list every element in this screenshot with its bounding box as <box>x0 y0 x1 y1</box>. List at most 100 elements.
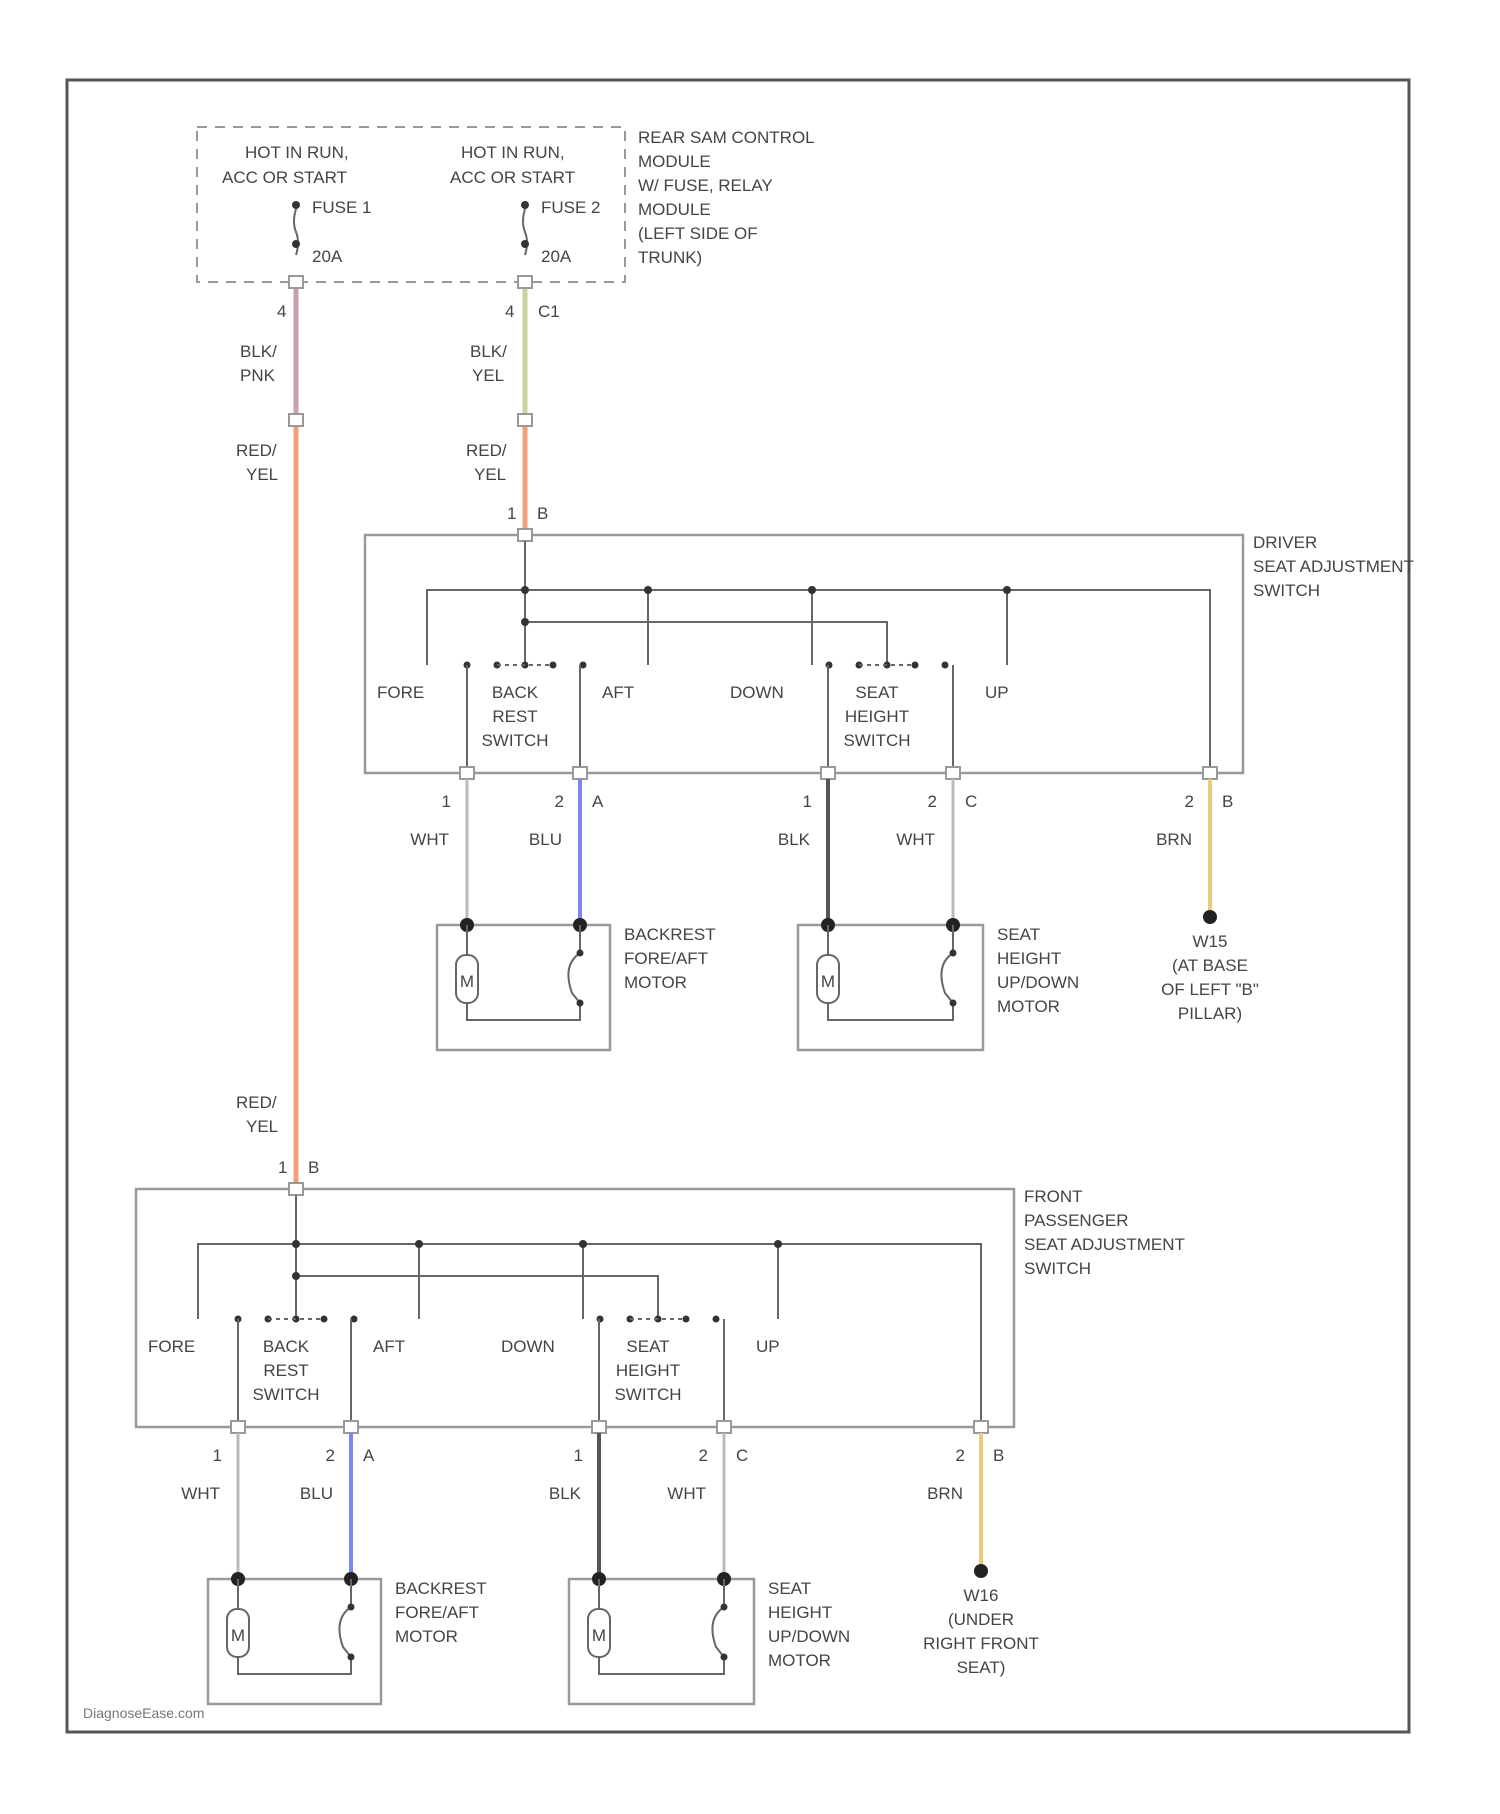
module-label-line: TRUNK) <box>638 248 702 267</box>
wire-color-label: BRN <box>927 1484 963 1503</box>
junction-dot <box>774 1240 782 1248</box>
pin-letter: B <box>993 1446 1004 1465</box>
switch-title-line: PASSENGER <box>1024 1211 1129 1230</box>
module-label-line: MODULE <box>638 152 711 171</box>
backrest-motor-label: BACKREST <box>624 925 716 944</box>
up-label: UP <box>756 1337 780 1356</box>
height-motor-label: UP/DOWN <box>997 973 1079 992</box>
backrest-switch-label: REST <box>492 707 537 726</box>
limit-switch-dot <box>950 950 957 957</box>
connector <box>460 767 474 779</box>
backrest-motor-label: MOTOR <box>624 973 687 992</box>
input-pin-number: 1 <box>278 1158 287 1177</box>
fore-label: FORE <box>148 1337 195 1356</box>
wire-label: RED/ <box>236 1093 277 1112</box>
connector <box>518 276 532 288</box>
module-label: REAR SAM CONTROL MODULE W/ FUSE, RELAY M… <box>638 128 815 267</box>
backrest-motor-label: FORE/AFT <box>624 949 708 968</box>
fuse2-symbol <box>523 209 527 255</box>
backrest-motor-label: FORE/AFT <box>395 1603 479 1622</box>
pin-number: 2 <box>326 1446 335 1465</box>
motor-m-label: M <box>460 972 474 991</box>
input-pin-number: 1 <box>507 504 516 523</box>
ground-label: (UNDER <box>948 1610 1014 1629</box>
connector <box>717 1421 731 1433</box>
height-switch-label: HEIGHT <box>616 1361 680 1380</box>
motor-return <box>467 1003 580 1020</box>
switch-contact-dot <box>683 1316 690 1323</box>
module-pin-1: 4 <box>277 302 286 321</box>
fuse2-amps: 20A <box>541 247 572 266</box>
height-motor-label: HEIGHT <box>997 949 1061 968</box>
fuse2-top-dot <box>521 201 529 209</box>
limit-switch-dot <box>348 1654 355 1661</box>
module-pin-2a: 4 <box>505 302 514 321</box>
fuse1-top-dot <box>292 201 300 209</box>
ground-label: RIGHT FRONT <box>923 1634 1039 1653</box>
switch-contact-dot <box>550 662 557 669</box>
pin-number: 2 <box>928 792 937 811</box>
height-motor-label: MOTOR <box>768 1651 831 1670</box>
backrest-motor-label: MOTOR <box>395 1627 458 1646</box>
height-motor-label: HEIGHT <box>768 1603 832 1622</box>
connector <box>1203 767 1217 779</box>
height-motor-label: UP/DOWN <box>768 1627 850 1646</box>
limit-switch <box>941 925 953 1003</box>
switch-contact-dot <box>713 1316 720 1323</box>
height-switch-label: SWITCH <box>614 1385 681 1404</box>
switch-title-line: DRIVER <box>1253 533 1317 552</box>
limit-switch-dot <box>721 1654 728 1661</box>
junction-dot <box>644 586 652 594</box>
connector <box>289 1183 303 1195</box>
aft-label: AFT <box>602 683 634 702</box>
hot-label-1b: ACC OR START <box>222 168 347 187</box>
down-label: DOWN <box>730 683 784 702</box>
hot-label-2a: HOT IN RUN, <box>461 143 565 162</box>
limit-switch-dot <box>348 1604 355 1611</box>
pin-letter: C <box>965 792 977 811</box>
height-switch-label: SEAT <box>626 1337 669 1356</box>
feed-branch <box>525 622 887 665</box>
wire-color-label: BLU <box>529 830 562 849</box>
limit-switch-dot <box>950 1000 957 1007</box>
pin-number: 2 <box>1185 792 1194 811</box>
wire-label: YEL <box>246 1117 278 1136</box>
wire-label: PNK <box>240 366 276 385</box>
module-label-line: MODULE <box>638 200 711 219</box>
ground-label: W15 <box>1193 932 1228 951</box>
connector <box>518 414 532 426</box>
connector <box>289 276 303 288</box>
switch-title-line: SEAT ADJUSTMENT <box>1253 557 1414 576</box>
motor-return <box>828 1003 953 1020</box>
switch-contact-dot <box>942 662 949 669</box>
fuse2-label: FUSE 2 <box>541 198 601 217</box>
switch-contact-dot <box>321 1316 328 1323</box>
wire-color-label: BLU <box>300 1484 333 1503</box>
pin-number: 1 <box>803 792 812 811</box>
pin-number: 1 <box>442 792 451 811</box>
limit-switch <box>712 1579 724 1657</box>
height-motor-label: MOTOR <box>997 997 1060 1016</box>
limit-switch <box>568 925 580 1003</box>
wire-label: RED/ <box>466 441 507 460</box>
pin-letter: C <box>736 1446 748 1465</box>
wire-color-label: BRN <box>1156 830 1192 849</box>
connector <box>946 767 960 779</box>
backrest-switch-label: BACK <box>492 683 539 702</box>
module-pin-2b: C1 <box>538 302 560 321</box>
backrest-motor-label: BACKREST <box>395 1579 487 1598</box>
connector <box>974 1421 988 1433</box>
pin-letter: A <box>592 792 604 811</box>
ground-label: OF LEFT "B" <box>1161 980 1259 999</box>
up-label: UP <box>985 683 1009 702</box>
down-label: DOWN <box>501 1337 555 1356</box>
pin-number: 1 <box>213 1446 222 1465</box>
ground-point <box>1203 910 1217 924</box>
motor-m-label: M <box>592 1626 606 1645</box>
fuse1-amps: 20A <box>312 247 343 266</box>
wire-color-label: BLK <box>549 1484 582 1503</box>
pin-number: 2 <box>555 792 564 811</box>
wire-label: YEL <box>472 366 504 385</box>
